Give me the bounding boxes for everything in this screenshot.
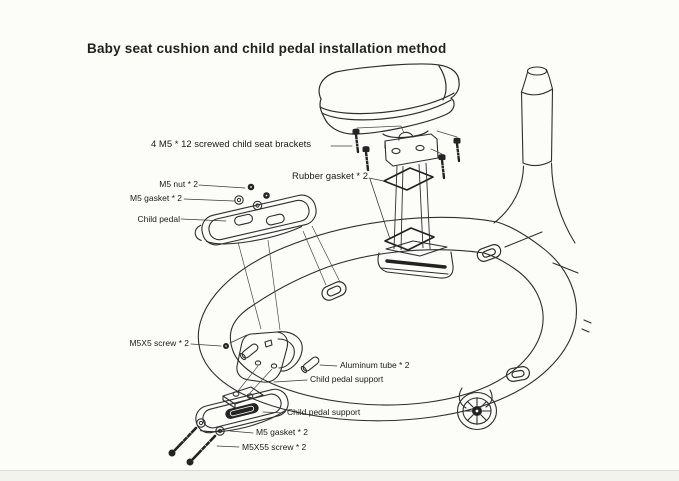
frame-slot-bottom-right — [505, 366, 531, 382]
label-m5x55-screw: M5X55 screw * 2 — [242, 442, 307, 452]
head-tube — [493, 66, 576, 244]
m5x5-screw-part — [223, 343, 229, 349]
seat-bracket — [356, 125, 458, 167]
m5x55-screws — [168, 426, 217, 466]
frame-slot-top-right — [476, 244, 502, 262]
seat-post — [393, 162, 431, 251]
label-m5-nut: M5 nut * 2 — [159, 179, 198, 189]
label-m5x5-screw: M5X5 screw * 2 — [129, 338, 189, 348]
seat-screws — [352, 128, 461, 180]
pedal-nuts-washers — [234, 183, 270, 211]
pedal-support-base — [195, 388, 289, 434]
rubber-gaskets — [383, 167, 435, 251]
label-seat-bracket-screws: 4 M5 * 12 screwed child seat brackets — [151, 139, 311, 150]
pedal-support-clamp — [236, 331, 303, 383]
frame-slot-left — [321, 281, 347, 301]
label-child-pedal-support-2: Child pedal support — [287, 407, 361, 417]
lower-washers — [196, 418, 225, 436]
frame-body — [197, 216, 592, 422]
label-child-pedal-support-1: Child pedal support — [310, 374, 384, 384]
page-edge-shadow-band — [0, 471, 679, 481]
label-child-pedal: Child pedal — [137, 214, 180, 224]
assembly-guide-lines — [237, 225, 341, 394]
label-rubber-gasket: Rubber gasket * 2 — [292, 171, 369, 182]
label-leader-lines — [180, 145, 391, 448]
rear-wheel — [456, 387, 498, 431]
page-edge-shadow-line — [0, 470, 679, 471]
label-m5-gasket-upper: M5 gasket * 2 — [130, 193, 182, 203]
aluminum-tubes — [239, 343, 320, 374]
label-m5-gasket-lower: M5 gasket * 2 — [256, 427, 308, 437]
label-aluminum-tube: Aluminum tube * 2 — [340, 360, 410, 370]
page-title: Baby seat cushion and child pedal instal… — [87, 41, 447, 56]
seat-post-clamp — [377, 240, 454, 279]
seat-cushion — [318, 63, 460, 139]
